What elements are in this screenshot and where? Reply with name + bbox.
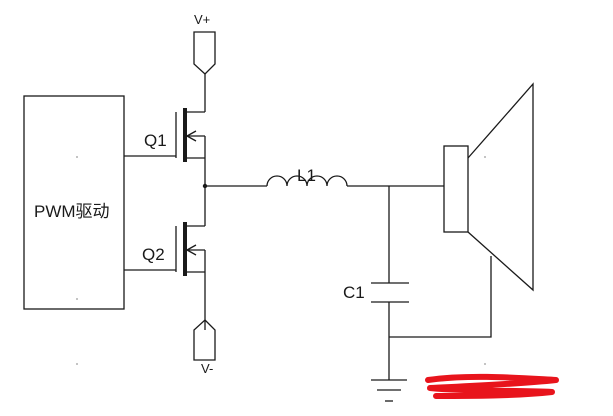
stray-dots bbox=[76, 156, 486, 365]
q1-mosfet bbox=[124, 108, 206, 186]
pwm-driver-label: PWM驱动 bbox=[34, 202, 110, 221]
q2-mosfet bbox=[124, 186, 206, 330]
speaker-return-wire bbox=[389, 256, 492, 338]
c1-capacitor bbox=[371, 282, 409, 303]
red-redaction-scribble bbox=[425, 373, 559, 399]
c1-label: C1 bbox=[343, 283, 365, 302]
vplus-connector bbox=[193, 31, 216, 75]
junction-dot bbox=[202, 183, 208, 189]
q1-label: Q1 bbox=[144, 131, 167, 150]
l1-inductor bbox=[266, 175, 348, 187]
vminus-connector bbox=[193, 319, 216, 361]
vminus-label: V- bbox=[201, 361, 213, 376]
q2-label: Q2 bbox=[142, 245, 165, 264]
ground-symbol bbox=[371, 379, 407, 402]
l1-label: L1 bbox=[297, 166, 316, 185]
speaker bbox=[443, 82, 534, 292]
pwm-driver-box bbox=[23, 95, 125, 310]
vplus-label: V+ bbox=[194, 12, 210, 27]
